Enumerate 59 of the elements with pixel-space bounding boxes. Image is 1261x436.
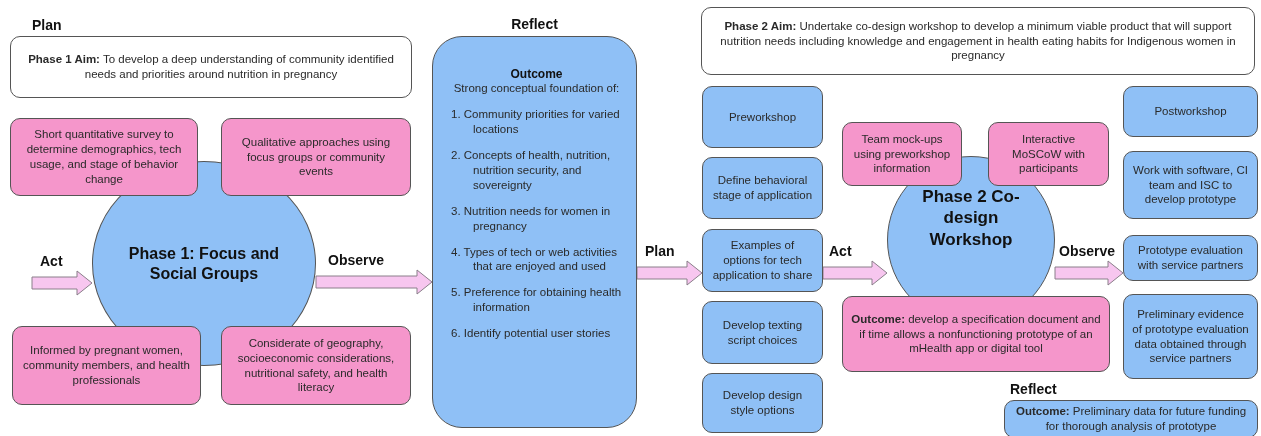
box-text: Develop design style options — [721, 388, 804, 418]
box-text: Preliminary evidence of prototype evaluation data obtained through service partners — [1132, 306, 1249, 367]
list-item: 3. Nutrition needs for women in pregnancy — [451, 203, 612, 234]
block-arrow — [315, 269, 433, 295]
edge-label: Plan — [643, 243, 677, 259]
list-item: 1. Community priorities for varied locations — [451, 106, 621, 137]
box-text: Work with software, CI team and ISC to develop prototype — [1132, 162, 1249, 208]
step-box — [221, 326, 411, 405]
list-item: 6. Identify potential user stories — [451, 326, 612, 342]
step-box — [12, 326, 201, 405]
step-box — [1123, 151, 1258, 219]
edge-label: Act — [38, 253, 65, 269]
block-arrow — [636, 260, 703, 286]
block-arrow — [31, 270, 93, 296]
box-text: Outcome: Preliminary data for future funding for thorough analysis of prototype — [1014, 404, 1248, 434]
step-box — [1123, 86, 1258, 137]
box-text: Outcome: develop a specification document and if time allows a nonfunctioning prototype of an mHealth app or digital tool — [851, 311, 1101, 357]
block-arrow — [1054, 260, 1124, 286]
list-item: 5. Preference for obtaining health information — [451, 285, 622, 316]
stage-heading: Plan — [32, 16, 62, 35]
edge-label: Observe — [326, 252, 387, 268]
box-text: Phase 1 Aim: To develop a deep understanding of community identified needs and priorities around nutrition in pregnancy — [27, 52, 395, 82]
step-box — [842, 296, 1110, 372]
step-box — [702, 373, 823, 433]
box-text: Preworkshop — [728, 109, 797, 125]
box-text: Postworkshop — [1154, 104, 1227, 119]
box-text: Phase 2 Aim: Undertake co-design workshop to develop a minimum viable product that will support nutrition needs including knowledge and engagement in health eating habits for Indigenous women in pregnancy — [719, 18, 1237, 64]
outcome-heading: Outcome — [510, 67, 563, 81]
box-text: Prototype evaluation with service partners — [1136, 243, 1245, 273]
step-box — [10, 118, 198, 196]
box-text: Informed by pregnant women, community members, and health professionals — [22, 343, 191, 388]
step-box — [842, 122, 962, 186]
step-box — [1123, 294, 1258, 379]
step-box — [221, 118, 411, 196]
box-text: Qualitative approaches using focus groups or community events — [240, 134, 392, 180]
step-box — [702, 86, 823, 148]
list-item: 4. Types of tech or web activities that are enjoyed and used — [451, 244, 618, 275]
box-text: Define behavioral stage of application — [711, 173, 814, 203]
aim-box — [701, 7, 1255, 75]
phase-title: Phase 1: Focus and Social Groups — [127, 243, 281, 284]
box-text: Considerate of geography, socioeconomic considerations, nutritional safety, and health literacy — [236, 335, 396, 396]
edge-label: Act — [827, 243, 854, 259]
box-text: Develop texting script choices — [721, 317, 804, 348]
block-arrow — [822, 260, 888, 286]
edge-label: Observe — [1057, 243, 1118, 259]
list-item: 2. Concepts of health, nutrition, nutrition security, and sovereignty — [451, 147, 612, 193]
step-box — [702, 229, 823, 292]
step-box — [1123, 235, 1258, 281]
stage-heading: Reflect — [1010, 380, 1057, 399]
step-box — [702, 157, 823, 219]
stage-heading: Reflect — [511, 15, 558, 34]
step-box — [988, 122, 1109, 186]
box-text: Interactive MoSCoW with participants — [1011, 131, 1086, 177]
box-text: Examples of options for tech application to share — [711, 238, 814, 283]
box-text: Team mock-ups using preworkshop information — [852, 131, 952, 177]
box-text: Short quantitative survey to determine demographics, tech usage, and stage of behavior change — [25, 127, 183, 187]
step-box — [702, 301, 823, 364]
outcome-intro: Strong conceptual foundation of: — [453, 81, 620, 96]
phase-title: Phase 2 Co-design Workshop — [921, 186, 1021, 250]
